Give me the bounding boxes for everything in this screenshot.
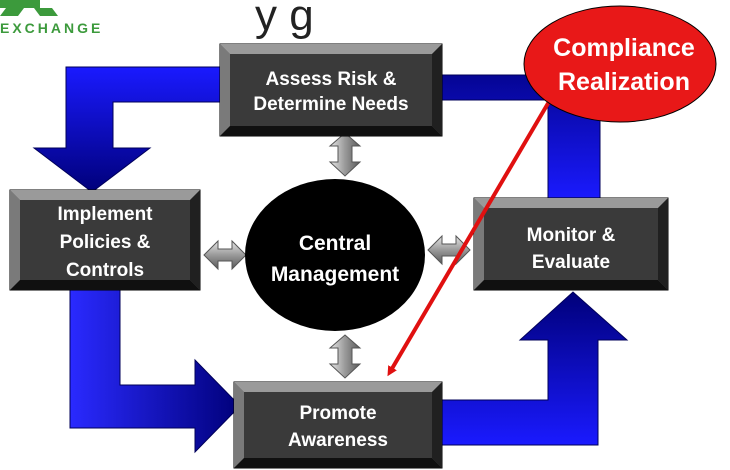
- callout-line2: Realization: [558, 68, 690, 96]
- callout-line1: Compliance: [553, 34, 695, 62]
- node-monitor-line2: Evaluate: [532, 252, 610, 273]
- node-promote-awareness: Promote Awareness: [233, 381, 443, 469]
- logo-text: EXCHANGE: [0, 20, 103, 36]
- node-promote-line2: Awareness: [288, 430, 388, 451]
- node-central-line1: Central: [299, 232, 371, 255]
- connector-assess-central: [328, 132, 362, 177]
- node-monitor-line1: Monitor &: [527, 225, 616, 246]
- cycle-arrow-top-left: [32, 66, 223, 193]
- node-central-management: Central Management: [245, 179, 425, 331]
- node-implement-line1: Implement: [57, 204, 153, 225]
- node-implement-line3: Controls: [66, 260, 144, 281]
- cycle-arrow-bottom-left: [69, 289, 241, 454]
- connector-central-promote: [328, 334, 362, 379]
- connector-implement-central: [203, 239, 247, 271]
- node-implement-policies: Implement Policies & Controls: [9, 189, 201, 291]
- node-assess-line2: Determine Needs: [253, 94, 408, 115]
- node-central-line2: Management: [271, 263, 399, 286]
- callout-compliance-realization: Compliance Realization: [523, 5, 717, 123]
- callout-pointer: [387, 98, 552, 377]
- node-assess-risk: Assess Risk & Determine Needs: [219, 43, 443, 137]
- header-title-fragment: y g: [255, 0, 314, 40]
- node-implement-line2: Policies &: [60, 232, 151, 253]
- logo: EXCHANGE: [0, 0, 103, 36]
- node-monitor-evaluate: Monitor & Evaluate: [473, 197, 669, 291]
- node-promote-line1: Promote: [299, 403, 376, 424]
- cycle-arrow-bottom-right: [439, 291, 629, 446]
- node-assess-line1: Assess Risk &: [266, 69, 397, 90]
